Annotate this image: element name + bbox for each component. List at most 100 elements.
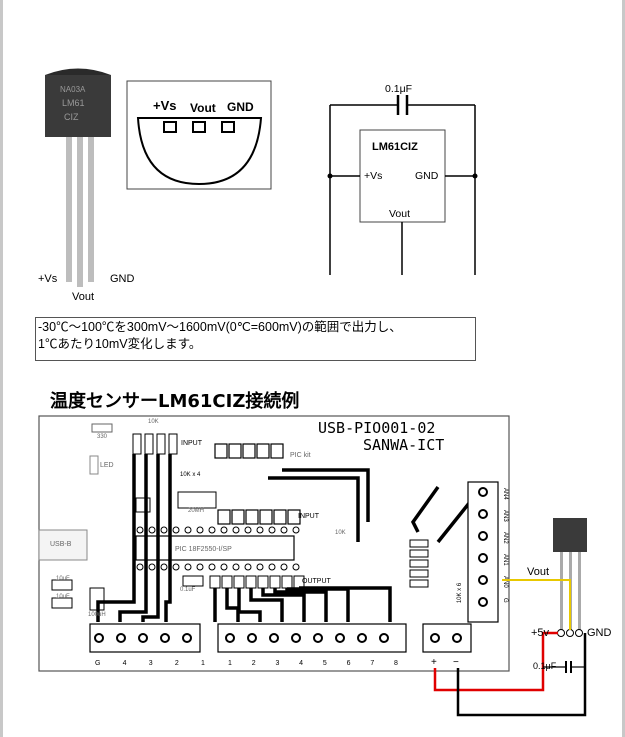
ext-5v-label: +5v	[531, 627, 550, 639]
led-label: LED	[100, 462, 114, 469]
pinout-pad-gnd	[221, 121, 235, 133]
resistor-330	[91, 423, 113, 433]
bottom-output-pin-labels: 1 2 3 4 5 6 7 8	[228, 660, 398, 667]
pinout-diagram	[126, 80, 272, 190]
photo-gnd-label: GND	[110, 273, 135, 285]
sensor-marking-2: LM61	[62, 98, 85, 108]
bottom-left-pin-labels: G 4 3 2 1	[95, 660, 205, 667]
cap-01uf	[182, 575, 204, 587]
left-border	[0, 0, 3, 737]
cap-10uf-a-label: 10uF	[56, 576, 70, 582]
r10k-top-label: 10K	[148, 419, 159, 425]
sensor-marking-1: NA03A	[60, 85, 86, 94]
ext-cap-label: 0.1μF	[533, 661, 557, 671]
ext-sensor-body	[553, 518, 587, 552]
cap-small	[135, 497, 151, 513]
out-pin-6: 6	[346, 660, 351, 667]
cap-10uf-a	[51, 579, 73, 591]
out-pin-3: 3	[275, 660, 280, 667]
ext-pad-vout	[566, 629, 574, 637]
wire-gnd-black	[456, 633, 587, 717]
bottom-output-screws	[225, 633, 389, 643]
ext-vout-label: Vout	[527, 566, 550, 578]
resistor-array-6	[409, 539, 429, 588]
pickit-header	[214, 443, 284, 459]
photo-vs-label: +Vs	[38, 273, 58, 285]
pic-chip	[135, 535, 295, 561]
ext-gnd-label: GND	[587, 627, 612, 639]
schematic-gnd-label: GND	[415, 170, 439, 182]
pinout-frame	[126, 80, 272, 190]
inductor-label: 100uH	[88, 612, 106, 618]
bottom-left-screws	[94, 633, 192, 643]
pin-label-g: G	[95, 660, 101, 667]
bottom-output-terminal	[217, 623, 407, 653]
description-line-1: -30℃〜100℃を300mV〜1600mV(0℃=600mV)の範囲で出力し、	[38, 320, 402, 334]
schematic-vs-label: +Vs	[364, 170, 383, 182]
cap-10uf-b	[51, 597, 73, 609]
out-pin-5: 5	[322, 660, 327, 667]
power-minus-label: −	[453, 657, 459, 668]
schematic-chip-name: LM61CIZ	[372, 141, 418, 153]
sensor-marking-3: CIZ	[64, 112, 79, 122]
input-top-label: INPUT	[181, 440, 202, 447]
sensor-top	[45, 68, 111, 75]
input-mid-label: INPUT	[298, 513, 319, 520]
crystal-label: 20MH	[188, 508, 205, 514]
pickit-label: PIC kit	[290, 452, 311, 459]
pcb-traces	[96, 454, 480, 622]
sensor-leg-vout	[77, 137, 83, 287]
schematic-junction-left	[327, 173, 333, 179]
schematic-vout-label: Vout	[389, 208, 411, 220]
board-title-1: USB-PIO001-02	[318, 419, 436, 437]
description-line-2: 1℃あたり10mV変化します。	[38, 337, 202, 351]
pcb-board	[38, 415, 510, 672]
out-pin-7: 7	[370, 660, 375, 667]
sensor-leg-vs	[66, 137, 72, 282]
output-label: OUTPUT	[302, 578, 331, 585]
usb-label: USB-B	[50, 541, 72, 548]
pinout-label-vs: +Vs	[153, 98, 177, 113]
sensor-leg-gnd	[88, 137, 94, 282]
analog-terminal-block	[467, 481, 499, 623]
pic-chip-pins	[136, 526, 300, 571]
pin-label-1: 1	[201, 660, 205, 667]
led-outline	[89, 455, 99, 475]
cap-01uf-label: 0.1uF	[180, 587, 196, 593]
description-box: -30℃〜100℃を300mV〜1600mV(0℃=600mV)の範囲で出力し、…	[35, 317, 476, 361]
external-wiring	[433, 518, 587, 717]
board-title-2: SANWA-ICT	[363, 436, 445, 454]
photo-vout-label: Vout	[72, 291, 95, 303]
r10k-right-label: 10K	[335, 530, 346, 536]
output-header	[209, 575, 305, 589]
pinout-label-vout: Vout	[190, 101, 216, 115]
pin-label-3: 3	[148, 660, 153, 667]
an4-label: AN4	[502, 488, 508, 500]
ext-pad-gnd	[575, 629, 583, 637]
power-plus-label: +	[431, 657, 437, 668]
ext-sensor-leg-3	[578, 552, 581, 630]
analog-terminal-screws	[478, 487, 488, 607]
pic-chip-label: PIC 18F2550-I/SP	[175, 546, 232, 553]
r10kx4-label: 10K x 4	[180, 472, 201, 478]
ext-sensor-leg-1	[560, 552, 563, 630]
pinout-package-outline	[136, 117, 263, 186]
crystal	[177, 491, 217, 509]
input-header-mid	[217, 509, 301, 525]
schematic-junction-right	[472, 173, 478, 179]
out-pin-1: 1	[228, 660, 232, 667]
power-screws	[430, 633, 462, 643]
out-pin-2: 2	[251, 660, 256, 667]
cap-10uf-b-label: 10uF	[56, 594, 70, 600]
inductor	[89, 587, 105, 611]
ext-pad-vs	[557, 629, 565, 637]
schematic-cap-label: 0.1μF	[385, 83, 413, 95]
pinout-pad-vs	[163, 121, 177, 133]
pinout-label-gnd: GND	[227, 100, 254, 114]
sensor-photo: NA03A LM61 CIZ	[45, 68, 111, 287]
page-heading: 温度センサーLM61CIZ接続例	[50, 391, 300, 412]
r330-label: 330	[97, 434, 108, 440]
out-pin-4: 4	[299, 660, 304, 667]
wire-vplus-red	[433, 631, 558, 692]
sensor-body	[45, 75, 111, 137]
